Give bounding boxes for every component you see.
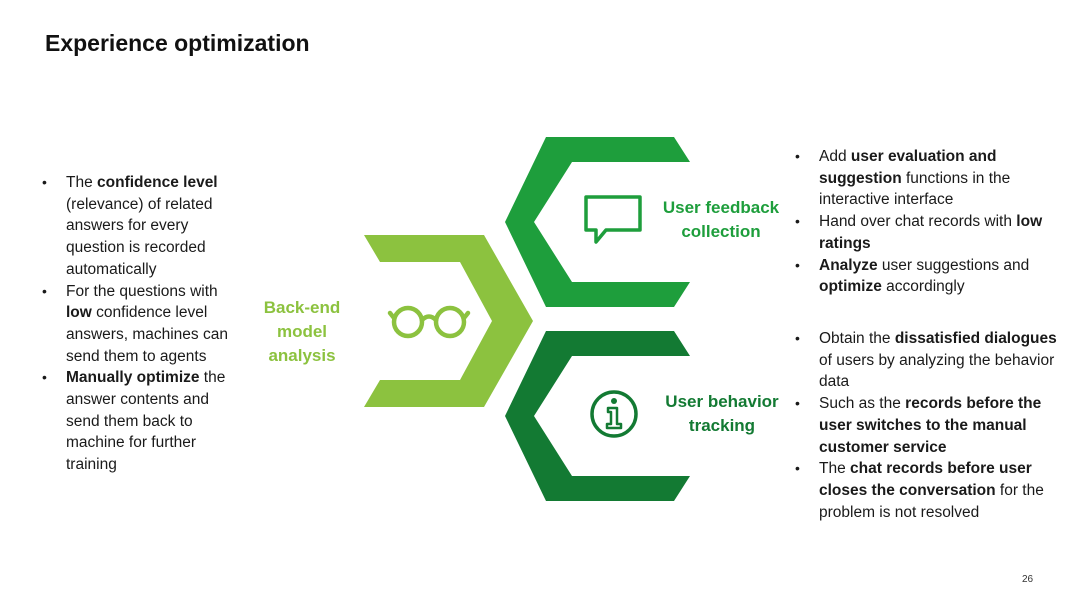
bullet-text: the answer contents and send them back t…	[66, 369, 226, 474]
bullet-text: The	[66, 174, 98, 191]
bullet-item: The confidence level (relevance) of rela…	[41, 172, 241, 281]
backend-bullet-list: The confidence level (relevance) of rela…	[41, 172, 241, 476]
feedback-bullet-list: Add user evaluation and suggestion funct…	[794, 146, 1064, 298]
bullet-item: Manually optimize the answer contents an…	[41, 367, 241, 476]
page-number: 26	[1022, 574, 1034, 585]
bullet-text: functions in the interactive interface	[819, 169, 1011, 209]
bullet-item: For the questions with low confidence le…	[41, 281, 241, 368]
backend-label: Back-end model analysis	[263, 298, 341, 365]
bullet-text: For the questions with	[66, 282, 218, 300]
bullet-text: low ratings	[819, 213, 1043, 252]
bullet-text: confidence level	[97, 174, 218, 191]
bullet-text: Such as the	[819, 395, 906, 413]
bullet-item: Such as the records before the user swit…	[794, 393, 1064, 458]
bullet-text: confidence level answers, machines can s…	[66, 304, 228, 365]
page-title: Experience optimization	[45, 30, 310, 56]
feedback-label: User feedback collection	[662, 198, 780, 241]
backend-arrow-shape	[364, 235, 533, 407]
bullet-text: accordingly	[881, 278, 965, 296]
info-icon	[590, 390, 638, 438]
bullet-text: user evaluation and suggestion	[819, 148, 997, 187]
glasses-icon	[387, 305, 471, 339]
bullet-item: Obtain the dissatisfied dialogues of use…	[794, 328, 1064, 393]
chat-bubble-icon	[584, 195, 642, 244]
bullet-text: Analyze	[819, 256, 878, 274]
bullet-text: of users by analyzing the behavior data	[819, 351, 1055, 391]
bullet-item: The chat records before user closes the …	[794, 458, 1064, 523]
bullet-text: chat records before user closes the conv…	[819, 460, 1032, 499]
bullet-text: The	[819, 460, 851, 478]
bullet-text: records before the user switches to the …	[819, 395, 1042, 456]
bullet-text: Hand over chat records with	[819, 213, 1017, 231]
bullet-text: Manually optimize	[66, 369, 200, 387]
bullet-text: Add	[819, 148, 851, 165]
bullet-text: dissatisfied dialogues	[894, 330, 1057, 347]
bullet-text: user suggestions and	[877, 256, 1030, 274]
behavior-chevron-shape	[505, 331, 690, 501]
feedback-chevron-shape	[505, 137, 690, 307]
bullet-text: low	[66, 304, 92, 322]
behavior-bullet-list: Obtain the dissatisfied dialogues of use…	[794, 328, 1064, 523]
bullet-text: (relevance) of related answers for every…	[66, 195, 213, 278]
bullet-item: Hand over chat records with low ratings	[794, 211, 1064, 254]
bullet-text: optimize	[819, 278, 882, 296]
bullet-item: Analyze user suggestions and optimize ac…	[794, 255, 1064, 298]
behavior-label: User behavior tracking	[665, 392, 779, 435]
bullet-item: Add user evaluation and suggestion funct…	[794, 146, 1064, 211]
bullet-text: Obtain the	[819, 330, 895, 347]
bullet-text: for the problem is not resolved	[819, 481, 1044, 521]
